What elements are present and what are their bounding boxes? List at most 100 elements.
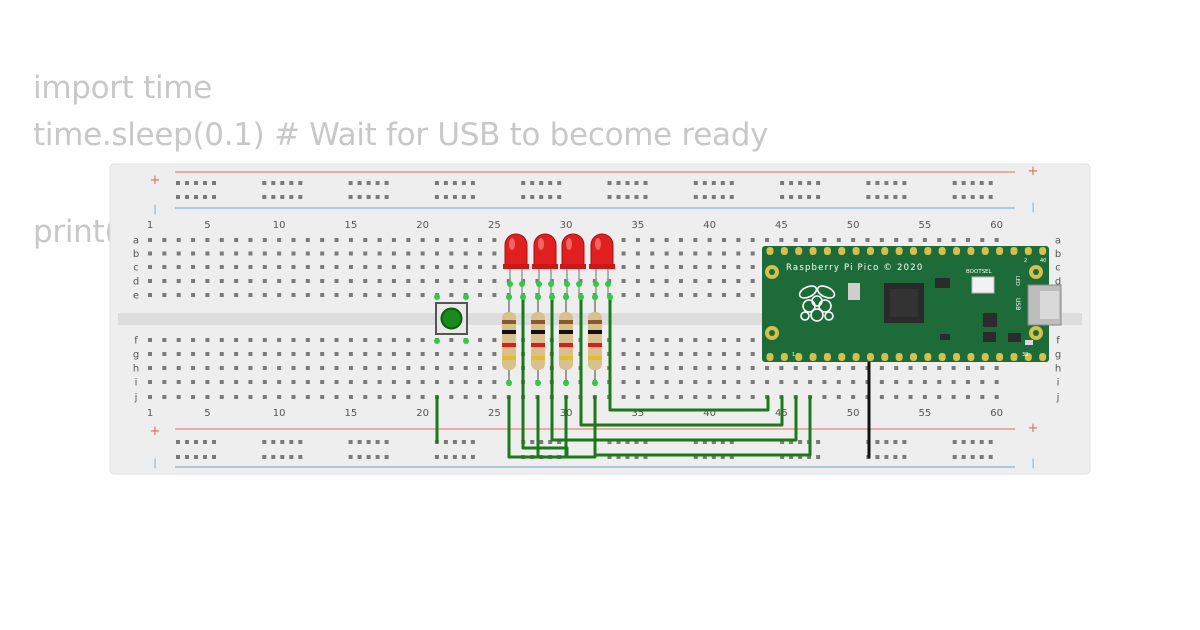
led[interactable]	[503, 233, 529, 296]
breadboard-hole	[334, 338, 339, 342]
rail-hole	[634, 440, 639, 444]
rail-hole	[789, 195, 794, 199]
led-dome	[504, 233, 528, 267]
breadboard-hole	[736, 238, 741, 242]
breadboard-hole	[248, 338, 253, 342]
breadboard-hole	[176, 366, 181, 370]
breadboard-hole	[363, 279, 368, 283]
breadboard-hole	[793, 366, 798, 370]
breadboard-hole	[965, 238, 970, 242]
breadboard-hole	[205, 395, 210, 399]
breadboard-hole	[693, 265, 698, 269]
breadboard-hole	[162, 380, 167, 384]
resistor-body	[588, 312, 602, 370]
breadboard-hole	[937, 366, 942, 370]
breadboard-hole	[363, 380, 368, 384]
led[interactable]	[589, 233, 615, 296]
breadboard-hole	[908, 238, 913, 242]
breadboard-hole	[262, 366, 267, 370]
breadboard-hole	[463, 366, 468, 370]
breadboard-hole	[435, 238, 439, 242]
rail-hole	[470, 455, 475, 459]
led-dome	[533, 233, 557, 267]
column-number-top: 40	[703, 220, 716, 231]
breadboard-hole	[851, 395, 856, 399]
resistor[interactable]	[559, 294, 573, 386]
breadboard-hole	[908, 366, 913, 370]
breadboard-hole	[463, 352, 468, 356]
rail-hole	[212, 181, 216, 185]
breadboard-hole	[980, 380, 985, 384]
breadboard-hole	[693, 251, 698, 256]
pico-pin-bottom	[981, 353, 989, 361]
breadboard-hole	[320, 251, 325, 256]
breadboard-hole	[564, 279, 569, 283]
pico-pin-top	[996, 247, 1004, 255]
breadboard-hole	[922, 380, 927, 384]
breadboard-hole	[879, 366, 884, 370]
breadboard-hole	[635, 366, 640, 370]
rail-hole	[970, 181, 975, 185]
mount-hole-bl-inner	[769, 330, 775, 336]
resistor[interactable]	[531, 294, 545, 386]
breadboard-hole	[664, 293, 669, 297]
breadboard-hole	[478, 366, 483, 370]
row-letter-right: f	[1056, 336, 1060, 347]
pushbutton-cap[interactable]	[440, 307, 463, 330]
bootsel-button[interactable]	[971, 276, 995, 294]
rail-hole	[384, 455, 389, 459]
breadboard-hole	[521, 279, 526, 283]
breadboard-hole	[664, 338, 669, 342]
row-letter-left: e	[133, 291, 139, 302]
breadboard-hole	[334, 352, 339, 356]
breadboard-hole	[492, 380, 497, 384]
breadboard-hole	[922, 395, 927, 399]
breadboard-hole	[348, 395, 353, 399]
breadboard-hole	[334, 265, 339, 269]
breadboard-hole	[449, 395, 454, 399]
breadboard-hole	[219, 293, 224, 297]
breadboard-hole	[922, 238, 927, 242]
led-highlight	[566, 238, 572, 250]
rail-hole	[194, 455, 198, 459]
breadboard-hole	[148, 251, 152, 256]
breadboard-hole	[391, 352, 396, 356]
breadboard-hole	[348, 265, 353, 269]
rail-hole	[366, 181, 371, 185]
resistor-band	[559, 320, 573, 324]
resistor-band	[531, 330, 545, 334]
breadboard-hole	[851, 366, 856, 370]
breadboard-hole	[621, 251, 626, 256]
rail-hole	[539, 181, 544, 185]
breadboard-hole	[334, 279, 339, 283]
breadboard-hole	[305, 352, 310, 356]
resistor[interactable]	[588, 294, 602, 386]
pico-label: Raspberry Pi Pico © 2020	[786, 263, 923, 273]
breadboard-hole	[678, 366, 683, 370]
rail-hole	[548, 440, 553, 444]
breadboard-hole	[191, 395, 196, 399]
breadboard-hole	[951, 366, 956, 370]
rail-minus-sign: |	[1031, 458, 1034, 469]
rail-hole	[729, 195, 734, 199]
resistor-band	[531, 320, 545, 324]
rail-hole	[875, 440, 880, 444]
breadboard-hole	[664, 251, 669, 256]
breadboard-hole	[219, 395, 224, 399]
breadboard-hole	[736, 366, 741, 370]
led[interactable]	[560, 233, 586, 296]
row-letter-left: j	[134, 393, 138, 404]
column-number-bottom: 50	[847, 408, 860, 419]
breadboard-hole	[176, 352, 181, 356]
rail-hole	[961, 181, 966, 185]
resistor-end-pin	[592, 380, 598, 386]
led-highlight	[509, 238, 515, 250]
led[interactable]	[532, 233, 558, 296]
rail-hole	[366, 455, 371, 459]
rail-hole	[625, 440, 630, 444]
breadboard-hole	[262, 251, 267, 256]
breadboard-hole	[219, 279, 224, 283]
pushbutton[interactable]	[435, 302, 468, 335]
breadboard-hole	[765, 380, 770, 384]
breadboard-hole	[635, 352, 640, 356]
